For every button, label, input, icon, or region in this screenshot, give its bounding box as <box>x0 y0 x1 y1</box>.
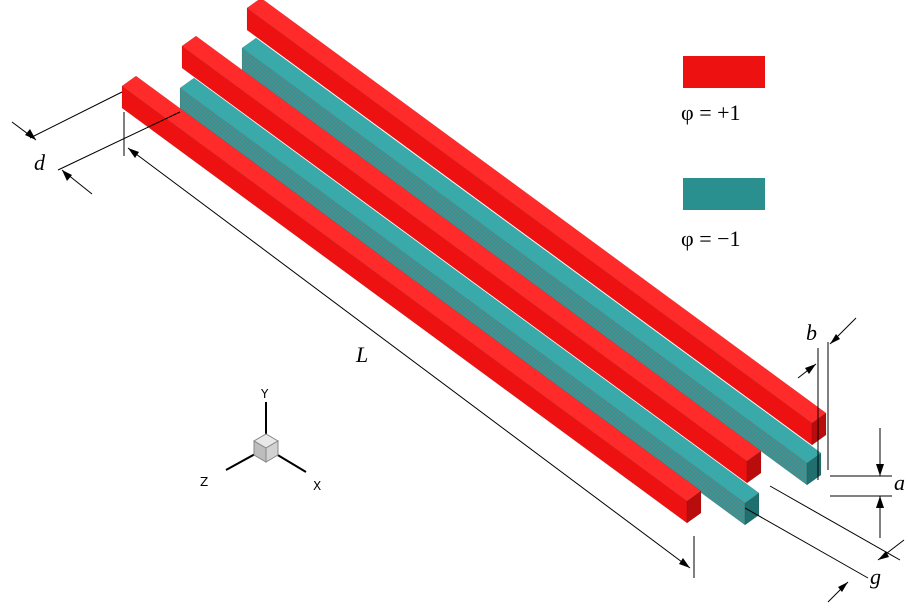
dimension-g-label: g <box>870 564 881 589</box>
dimension-g: g <box>744 485 905 603</box>
axis-x-label: X <box>313 479 321 493</box>
bar-positive-back <box>246 0 827 446</box>
dimension-b-label: b <box>806 320 817 345</box>
bar-positive-mid-end <box>746 450 762 484</box>
bar-positive-front <box>121 75 702 524</box>
bar-positive-back-end <box>811 412 827 446</box>
dimension-a-label: a <box>894 470 905 495</box>
electrode-bars <box>121 0 827 526</box>
dimension-d: d <box>11 91 181 195</box>
axis-y-label: Y <box>260 387 269 401</box>
dimension-a: a <box>830 428 905 538</box>
axis-z-label: Z <box>200 475 208 489</box>
bar-positive-mid <box>181 35 762 484</box>
bar-negative-back <box>241 37 822 486</box>
legend-negative-label: φ = −1 <box>681 226 741 251</box>
legend: φ = +1 φ = −1 <box>681 56 765 251</box>
dimension-b: b <box>797 317 857 480</box>
legend-positive-label: φ = +1 <box>681 100 741 125</box>
legend-negative-swatch <box>683 178 765 210</box>
bar-positive-mid-top <box>181 35 762 462</box>
bar-negative-front-end <box>744 492 760 526</box>
bar-negative-front <box>179 77 760 526</box>
dimension-L-label: L <box>355 342 368 367</box>
dimension-d-label: d <box>34 150 46 175</box>
axis-triad: Y Z X <box>200 387 321 493</box>
bar-positive-front-end <box>686 490 702 524</box>
legend-positive-swatch <box>683 56 765 88</box>
axis-cube-right <box>265 440 279 463</box>
dimension-L: L <box>123 112 695 578</box>
